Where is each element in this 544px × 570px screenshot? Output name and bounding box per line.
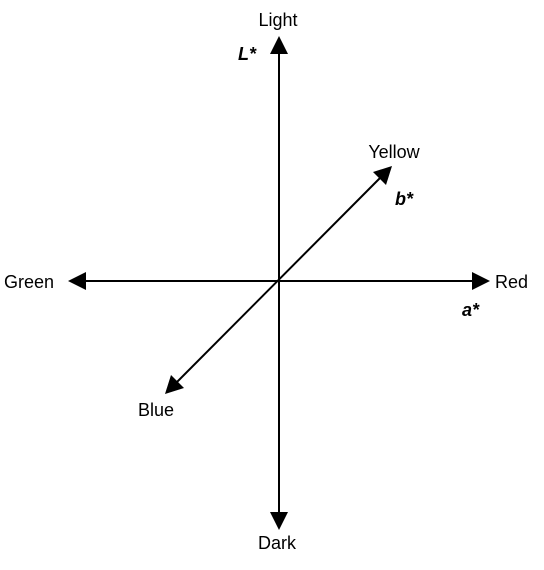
dark-label: Dark [258, 533, 297, 553]
red-label: Red [495, 272, 528, 292]
green-label: Green [4, 272, 54, 292]
yellow-label: Yellow [368, 142, 420, 162]
lightness-axis-name: L* [238, 44, 257, 64]
light-label: Light [258, 10, 297, 30]
red-arrowhead-icon [472, 272, 490, 290]
dark-arrowhead-icon [270, 512, 288, 530]
blue-label: Blue [138, 400, 174, 420]
yellow-blue-axis-line [176, 177, 381, 383]
light-arrowhead-icon [270, 36, 288, 54]
yellow-arrowhead-icon [373, 166, 392, 185]
green-arrowhead-icon [68, 272, 86, 290]
yellow-blue-axis-name: b* [395, 189, 414, 209]
red-green-axis-name: a* [462, 300, 480, 320]
blue-arrowhead-icon [165, 375, 184, 394]
